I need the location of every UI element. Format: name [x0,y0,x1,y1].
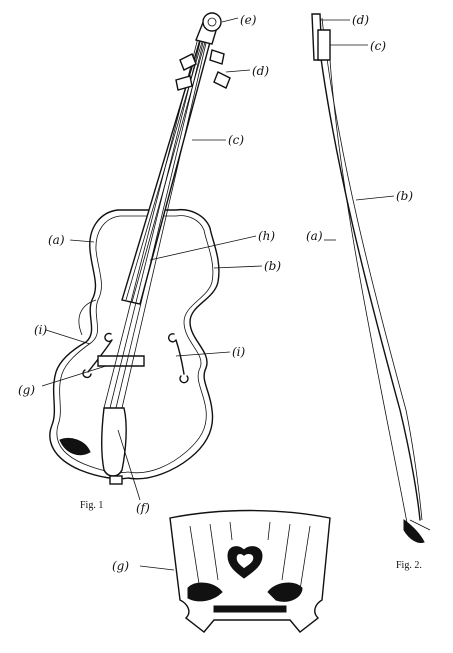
label-c-violin: (c) [228,133,244,147]
label-i-left: (i) [34,323,48,337]
label-a-violin: (a) [48,233,65,247]
f-hole-right [168,333,189,384]
label-b-violin: (b) [264,259,281,273]
violin-labels: (e) (d) (c) (h) (a) (b) (i) (i) (g) (f) … [18,13,281,515]
strings [103,29,210,409]
label-i-right: (i) [232,345,246,359]
violin-leaders [41,17,263,501]
label-b-bow: (b) [396,189,413,203]
label-a-bow: (a) [306,229,323,243]
bridge-kidney-left [187,582,223,602]
bow-stick [315,17,421,521]
bow-hair [329,59,409,529]
label-c-bow: (c) [370,39,386,53]
bow-drawing [311,13,431,543]
violin-body [49,208,220,480]
label-d-bow: (d) [352,13,369,27]
fig2-caption: Fig. 2. [396,560,422,571]
tailpiece [101,407,127,477]
label-d-violin: (d) [252,64,269,78]
bow-labels: (d) (c) (b) (a) Fig. 2. [306,13,422,571]
label-g-violin: (g) [18,383,35,397]
chin-rest [59,438,91,456]
bow-frog [403,518,425,543]
violin-drawing [49,12,231,485]
bow-leaders [320,19,395,241]
label-h: (h) [258,229,275,243]
pegs [175,49,231,91]
scroll [202,12,222,32]
violin-purfling [56,215,214,474]
label-f: (f) [136,501,150,515]
bridge-kidney-right [267,582,303,602]
fig1-caption: Fig. 1 [80,500,103,511]
label-g-bridge: (g) [112,559,129,573]
bridge-drawing [169,509,331,633]
label-e: (e) [240,13,257,27]
bridge-leader [139,565,175,571]
